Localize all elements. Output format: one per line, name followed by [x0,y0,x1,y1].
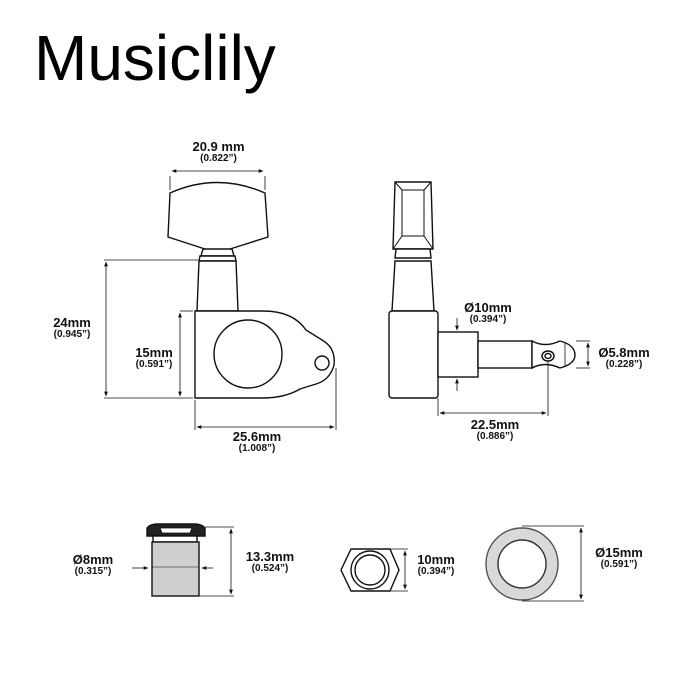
post-length-mm: 22.5mm [470,417,520,432]
bushing-height-in: (0.524”) [251,562,289,574]
button-width-mm: 20.9 mm [192,139,245,154]
bushing-small-diameter-in: (0.315”) [74,565,112,577]
housing-height-label: 15mm (0.591”) [126,346,182,370]
bushing-small-diameter-mm: Ø8mm [72,552,114,567]
post-diameter-mm: Ø5.8mm [598,345,650,360]
bushing-diameter-label: Ø10mm (0.394”) [455,301,521,325]
bushing-diameter-mm: Ø10mm [464,300,512,315]
post-length-in: (0.886”) [476,430,514,442]
bushing-diameter-in: (0.394”) [469,313,507,325]
button-width-in: (0.822”) [200,152,237,164]
bushing-drawing [132,523,234,597]
side-view [388,181,590,416]
post-diameter-in: (0.228”) [605,358,643,370]
hex-nut-size-in: (0.394”) [417,565,455,577]
button-width-label: 20.9 mm (0.822”) [176,140,261,164]
total-height-label: 24mm (0.945”) [44,316,100,340]
front-view [104,169,337,430]
hex-nut-size-mm: 10mm [417,552,455,567]
tuner-button [167,181,269,252]
post-length-label: 22.5mm (0.886”) [462,418,528,442]
housing-height-in: (0.591”) [135,358,173,370]
hex-nut-drawing [340,548,408,592]
washer-diameter-mm: Ø15mm [595,545,643,560]
gear-cover-circle [213,319,283,389]
total-height-in: (0.945”) [53,328,91,340]
mounting-hole [314,355,330,371]
housing-width-mm: 25.6mm [232,429,282,444]
housing-height-mm: 15mm [135,345,173,360]
housing-width-label: 25.6mm (1.008”) [222,430,292,454]
housing-width-in: (1.008”) [238,442,276,454]
washer-diameter-label: Ø15mm (0.591”) [584,546,654,570]
washer-diameter-in: (0.591”) [600,558,638,570]
bushing-small-diameter-label: Ø8mm (0.315”) [62,553,124,577]
bushing-height-mm: 13.3mm [245,549,295,564]
hex-nut-size-label: 10mm (0.394”) [408,553,464,577]
brand-title: Musiclily [34,22,276,94]
total-height-mm: 24mm [53,315,91,330]
bushing-height-label: 13.3mm (0.524”) [234,550,306,574]
post-diameter-label: Ø5.8mm (0.228”) [591,346,657,370]
washer-drawing [485,525,584,602]
